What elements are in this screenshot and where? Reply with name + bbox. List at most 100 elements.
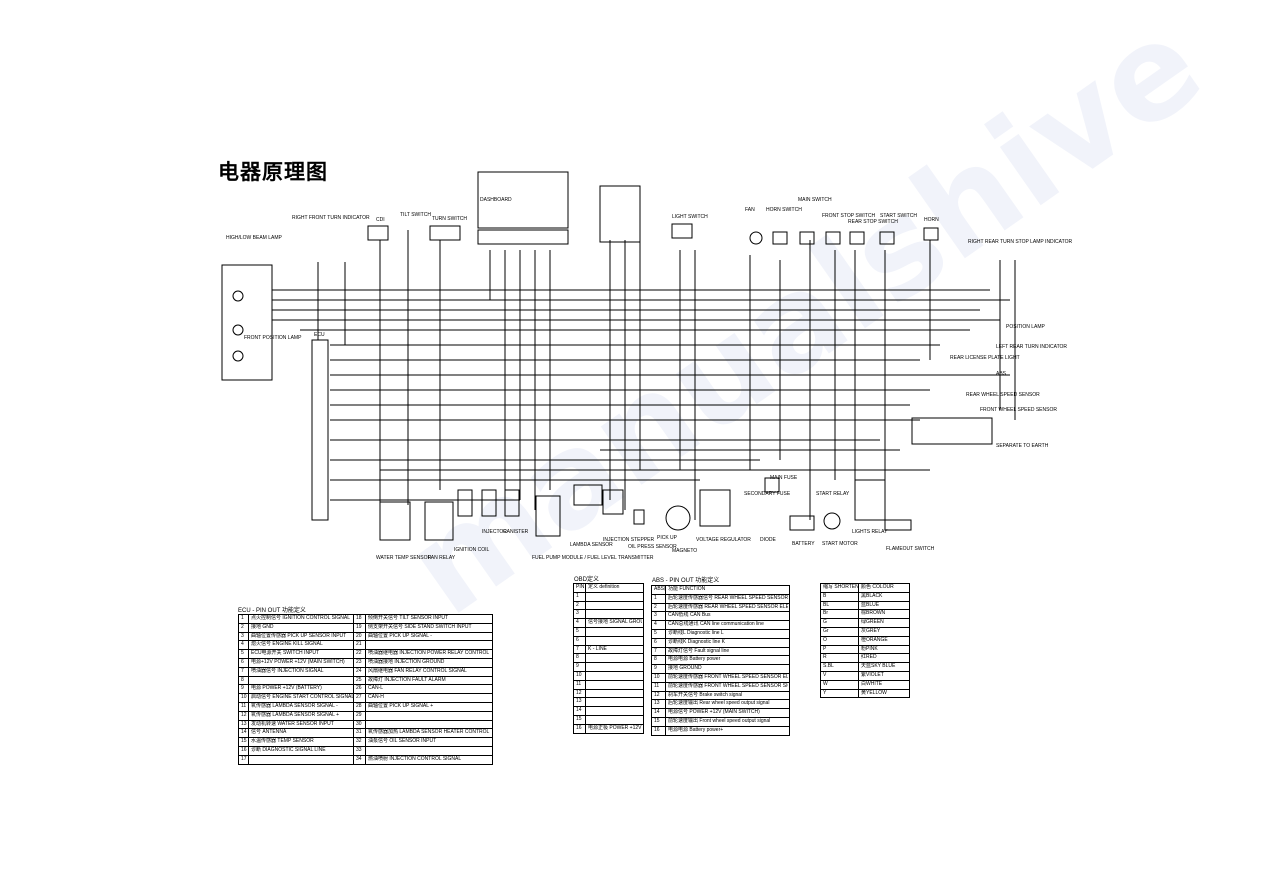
table-cell: 信号接地 SIGNAL GROUND <box>588 619 642 626</box>
label-abs: ABS <box>996 371 1007 377</box>
table-cell <box>586 637 642 645</box>
table-cell: 灰GREY <box>861 627 881 634</box>
table-cell <box>586 690 642 698</box>
table-row: 14 <box>574 707 643 716</box>
table-cell: 33 <box>354 746 366 755</box>
table-cell: 诊断线K Diagnostic line K <box>668 638 725 645</box>
label-right-front-turn: RIGHT FRONT TURN INDICATOR <box>292 215 370 221</box>
table-cell <box>586 663 642 671</box>
table-cell: 喷油器继电器 INJECTION POWER RELAY CONTROL SIG… <box>368 650 490 657</box>
table-cell: 5 <box>239 650 249 658</box>
table-cell: 3 <box>239 632 249 641</box>
label-position-lamp: POSITION LAMP <box>1006 324 1045 330</box>
label-battery: BATTERY <box>792 541 815 547</box>
table-cell <box>366 747 490 755</box>
table-cell: 10 <box>239 694 249 702</box>
table-cell: 1 <box>239 615 249 623</box>
table-cell: 18 <box>354 615 366 623</box>
colour-code-table: 缩写 SHORTENING颜色 COLOURB黑BLACKBL蓝BLUEBr棕B… <box>820 583 910 699</box>
label-ignition-coil: IGNITION COIL <box>454 547 490 553</box>
label-pick-up: PICK UP <box>657 535 678 541</box>
label-flameout-switch: FLAMEOUT SWITCH <box>886 546 935 552</box>
table-cell: 1 <box>652 594 666 603</box>
table-cell: 10 <box>574 671 586 680</box>
table-cell: CAN低线 CAN Bus <box>668 612 711 619</box>
table-cell: 水温传感器 TEMP SENSOR <box>249 738 354 746</box>
label-tilt-switch: TILT SWITCH <box>400 212 431 218</box>
label-ecu: ECU <box>314 332 325 338</box>
table-cell: 前轮速度传感器 FRONT WHEEL SPEED SENSOR SIGNAL <box>668 682 788 689</box>
table-cell: Gr <box>821 627 859 636</box>
table-cell <box>249 676 354 685</box>
label-secondary-fuse: SECONDARY FUSE <box>744 491 791 497</box>
table-cell: 天蓝SKY BLUE <box>861 663 896 670</box>
label-front-position: FRONT POSITION LAMP <box>244 335 302 341</box>
table-cell: 2 <box>239 623 249 632</box>
table-cell: 8 <box>239 676 249 685</box>
table-cell: 10 <box>652 673 666 682</box>
table-cell: 橙ORANGE <box>861 636 888 643</box>
table-cell: 5 <box>652 629 666 638</box>
label-voltage-regulator: VOLTAGE REGULATOR <box>696 537 751 543</box>
table-cell <box>249 755 354 764</box>
table-cell: 曲轴位置 PICK UP SIGNAL - <box>368 632 432 639</box>
table-cell: K - LINE <box>588 645 607 652</box>
abs-table-title: ABS - PIN OUT 功能定义 <box>652 578 720 584</box>
table-row: 2 <box>574 601 643 611</box>
label-main-switch: MAIN SWITCH <box>798 197 832 203</box>
table-cell: P <box>821 645 859 654</box>
table-row: 12 <box>574 689 643 699</box>
table-cell <box>586 654 642 662</box>
table-cell: 紫VIOLET <box>861 671 884 678</box>
table-cell: 曲轴位置传感器 PICK UP SENSOR INPUT <box>249 632 354 641</box>
table-cell: V <box>821 671 859 680</box>
table-cell: 4 <box>652 621 666 629</box>
table-cell <box>586 628 642 636</box>
table-cell: 6 <box>652 638 666 647</box>
table-row: 13 <box>574 698 643 708</box>
label-fan-relay: FAN RELAY <box>428 555 456 561</box>
table-cell: 14 <box>652 709 666 717</box>
table-cell: 2 <box>574 601 586 610</box>
table-cell <box>586 672 642 680</box>
magneto-symbol <box>665 505 691 531</box>
table-cell: 定义 definition <box>588 584 620 590</box>
table-cell: 14 <box>239 729 249 738</box>
label-turn-switch: TURN SWITCH <box>432 216 467 222</box>
label-oil-press: OIL PRESS SENSOR <box>628 544 677 550</box>
table-cell: CAN-H <box>368 694 384 701</box>
table-cell: 电源+12V POWER +12V (MAIN SWITCH) <box>249 658 354 667</box>
table-cell: 后轮速度传感器信号 REAR WHEEL SPEED SENSOR SIGNAL <box>668 594 788 601</box>
table-cell: 12 <box>239 711 249 720</box>
table-cell: 8 <box>574 654 586 663</box>
table-cell <box>586 707 642 715</box>
table-cell: 4 <box>239 641 249 650</box>
label-start-relay: START RELAY <box>816 491 850 497</box>
label-rear-license: REAR LICENSE PLATE LIGHT <box>950 355 1020 361</box>
table-cell: 后轮速度输出 Rear wheel speed output signal <box>668 700 770 707</box>
table-cell: 7 <box>239 667 249 676</box>
label-front-stop: FRONT STOP SWITCH <box>822 213 876 219</box>
table-row: 15 <box>574 715 643 725</box>
